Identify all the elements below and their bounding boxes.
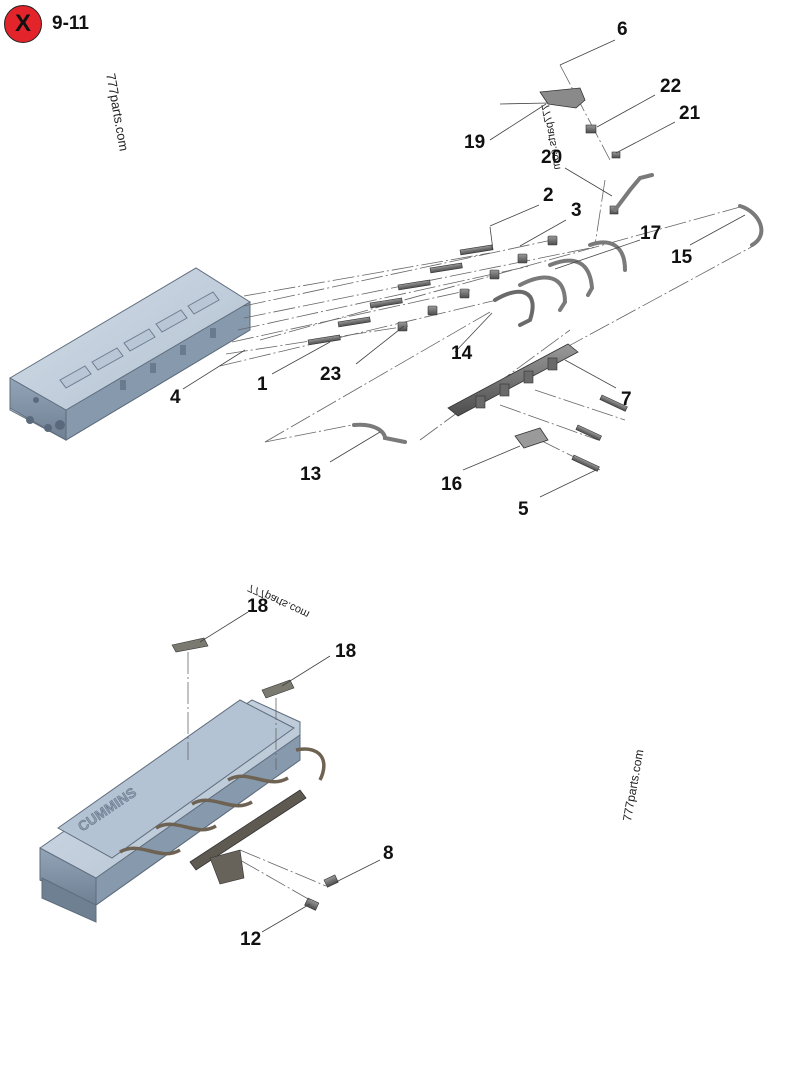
callout-20[interactable]: 20 — [541, 147, 563, 168]
callout-18[interactable]: 18 — [247, 596, 269, 617]
sensor-12 — [304, 897, 320, 911]
close-badge-icon[interactable]: X — [4, 5, 42, 43]
callout-18[interactable]: 18 — [335, 641, 357, 662]
gasket-18-right — [261, 679, 295, 699]
callout-1[interactable]: 1 — [257, 374, 268, 395]
callout-15[interactable]: 15 — [671, 247, 693, 268]
section-number: 9-11 — [52, 13, 89, 34]
assembly-lines-bottom — [187, 652, 327, 901]
callout-12[interactable]: 12 — [240, 929, 262, 950]
callout-leaders-bottom — [199, 611, 381, 933]
fuel-rail — [447, 343, 579, 417]
gasket-18-left — [171, 637, 209, 653]
callout-17[interactable]: 17 — [640, 223, 662, 244]
callout-5[interactable]: 5 — [518, 499, 529, 520]
callout-8[interactable]: 8 — [383, 843, 394, 864]
callout-22[interactable]: 22 — [660, 76, 682, 97]
fuel-pipes — [352, 173, 764, 444]
callout-leaders-top — [182, 39, 746, 498]
callout-23[interactable]: 23 — [320, 364, 342, 385]
cylinder-head-assembled: CUMMINS — [39, 699, 326, 923]
callout-4[interactable]: 4 — [170, 387, 181, 408]
callout-3[interactable]: 3 — [571, 200, 582, 221]
callout-14[interactable]: 14 — [451, 343, 473, 364]
callout-13[interactable]: 13 — [300, 464, 322, 485]
callout-21[interactable]: 21 — [679, 103, 701, 124]
bracket-19 — [539, 87, 586, 109]
callout-16[interactable]: 16 — [441, 474, 463, 495]
callout-19[interactable]: 19 — [464, 132, 486, 153]
bracket-16 — [514, 427, 549, 449]
sensor-8 — [323, 874, 339, 888]
callout-6[interactable]: 6 — [617, 19, 628, 40]
callout-2[interactable]: 2 — [543, 185, 554, 206]
badge-letter: X — [14, 10, 31, 37]
cylinder-head-top — [9, 267, 251, 441]
callout-7[interactable]: 7 — [621, 389, 632, 410]
